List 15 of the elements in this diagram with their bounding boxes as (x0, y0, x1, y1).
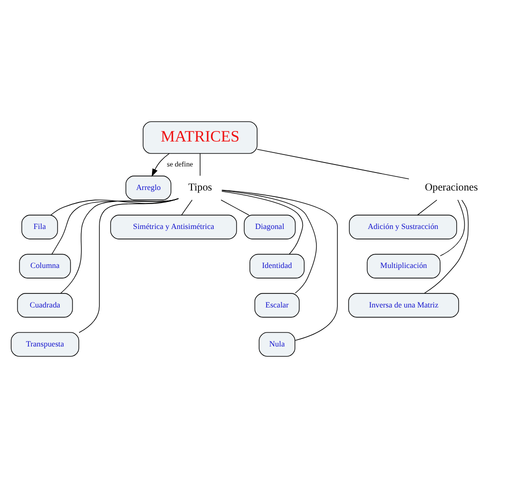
arrow (152, 153, 170, 177)
node-box: MATRICES (142, 121, 258, 154)
connector (417, 200, 438, 216)
node-text: Operaciones (424, 182, 478, 194)
node-text: Tipos (188, 182, 212, 194)
connector (220, 200, 250, 216)
connector (78, 198, 179, 333)
connector (60, 198, 179, 294)
connector (424, 200, 469, 294)
connector (222, 190, 338, 341)
connector (256, 149, 410, 180)
connector (221, 190, 317, 294)
connector (222, 191, 304, 255)
connector (181, 200, 192, 216)
connector (440, 200, 465, 256)
